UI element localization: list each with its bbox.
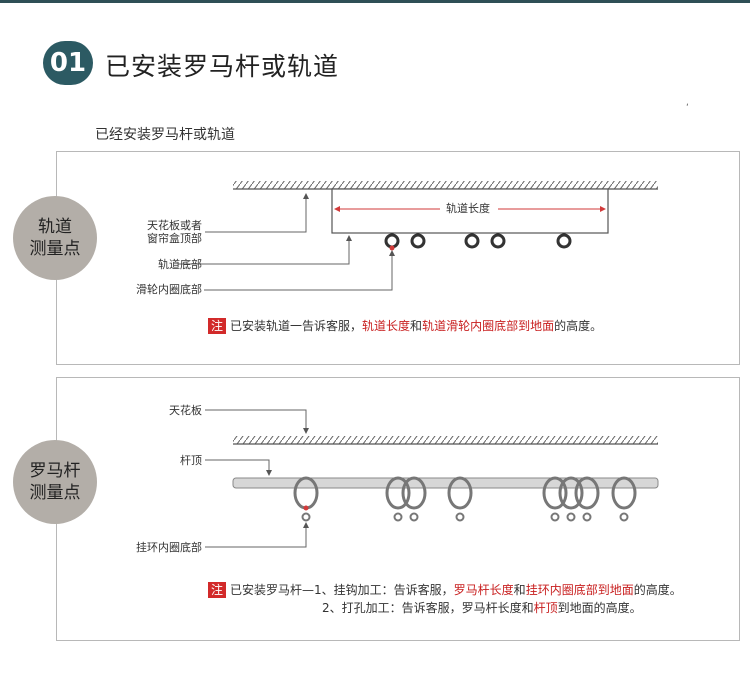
leader-lines-2 — [205, 409, 309, 548]
note-text: 的高度。 — [554, 319, 603, 333]
ceiling-label-line-2: 窗帘盒顶部 — [147, 232, 202, 245]
badge-line-1: 罗马杆 — [29, 461, 81, 481]
pulley-label: 滑轮内圈底部 — [136, 283, 202, 296]
note-highlight: 轨道长度 — [362, 319, 411, 333]
note-text: 2、打孔加工：告诉客服，罗马杆长度和 — [322, 601, 534, 615]
note-text: 和 — [513, 583, 526, 597]
ceiling-label-line-1: 天花板或者 — [147, 219, 202, 232]
badge-line-2: 测量点 — [29, 239, 81, 259]
rod-ring-clips — [301, 512, 629, 522]
ceiling-hatch-2 — [233, 436, 658, 445]
note-tag: 注 — [208, 582, 227, 598]
corner-mark: ‘ — [686, 103, 689, 113]
note-highlight: 杆顶 — [533, 601, 558, 615]
track-note: 注已安装轨道一告诉客服，轨道长度和轨道滑轮内圈底部到地面的高度。 — [208, 318, 602, 334]
track-length-label: 轨道长度 — [444, 202, 492, 215]
track-bottom-label: 轨道底部 — [158, 258, 202, 271]
note-text: 到地面的高度。 — [557, 601, 642, 615]
page-title: 已安装罗马杆或轨道 — [105, 52, 340, 81]
badge-line-1: 轨道 — [38, 217, 72, 237]
note-highlight: 轨道滑轮内圈底部到地面 — [422, 319, 555, 333]
note-text: 和 — [410, 319, 423, 333]
ceiling-label-2: 天花板 — [169, 404, 202, 417]
section-subtitle: 已经安装罗马杆或轨道 — [95, 127, 235, 143]
roman-rod — [232, 477, 659, 489]
note-highlight: 罗马杆长度 — [453, 583, 514, 597]
note-tag: 注 — [208, 318, 227, 334]
badge-line-2: 测量点 — [29, 483, 81, 503]
rod-note-line-2: 2、打孔加工：告诉客服，罗马杆长度和杆顶到地面的高度。 — [322, 600, 642, 616]
rod-note-line-1: 注已安装罗马杆—1、挂钩加工：告诉客服，罗马杆长度和挂环内圈底部到地面的高度。 — [208, 582, 682, 598]
track-measure-badge: 轨道 测量点 — [13, 196, 97, 280]
ceiling-label-1: 天花板或者 窗帘盒顶部 — [147, 219, 202, 245]
note-highlight: 挂环内圈底部到地面 — [525, 583, 634, 597]
rod-top-label: 杆顶 — [180, 454, 202, 467]
ring-bottom-label: 挂环内圈底部 — [136, 541, 202, 554]
track-length-arrow — [334, 206, 606, 212]
top-bar — [0, 0, 750, 3]
rod-measure-badge: 罗马杆 测量点 — [13, 440, 97, 524]
leader-lines-1 — [178, 193, 395, 291]
note-text: 已安装罗马杆—1、挂钩加工：告诉客服， — [230, 583, 454, 597]
track-pulleys — [384, 233, 572, 249]
note-text: 的高度。 — [633, 583, 682, 597]
pulley-point — [389, 245, 395, 251]
note-text: 已安装轨道一告诉客服， — [230, 319, 363, 333]
ring-point — [303, 505, 309, 511]
rod-rings — [293, 476, 637, 510]
ceiling-hatch-1 — [233, 181, 658, 190]
step-badge: 01 — [43, 41, 93, 85]
